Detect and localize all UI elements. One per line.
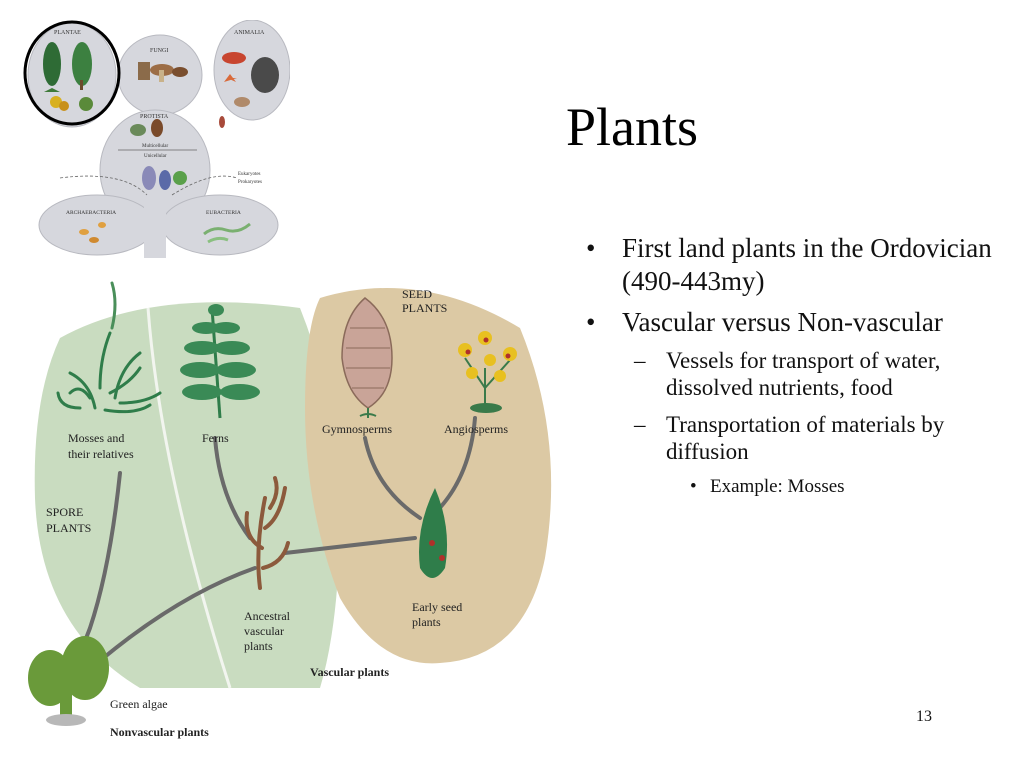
bullet-text: Vascular versus Non-vascular — [622, 307, 943, 337]
label-fungi: FUNGI — [150, 48, 168, 54]
label-vascular-plants: Vascular plants — [310, 665, 389, 679]
bullet-glyph: • — [690, 476, 697, 497]
label-prokaryotes: Prokaryotes — [238, 180, 262, 185]
flowering-plant-icon — [458, 331, 517, 413]
eubacteria-lobe — [161, 194, 279, 256]
label-multicellular: Multicellular — [142, 144, 168, 149]
label-gymnosperms: Gymnosperms — [322, 422, 392, 436]
fern-icon — [180, 304, 260, 419]
label-ferns: Ferns — [202, 431, 229, 445]
bullet-list: • First land plants in the Ordovician (4… — [586, 232, 1006, 499]
animal-icon — [219, 52, 279, 128]
label-protista: PROTISTA — [140, 114, 169, 120]
label-archaebacteria: ARCHAEBACTERIA — [66, 210, 116, 216]
vascular-divider — [146, 307, 232, 689]
early-seed-plant-icon — [419, 488, 448, 578]
label-eukaryotes: Eukaryotes — [238, 172, 261, 177]
ancestral-plant-icon — [244, 476, 290, 590]
slide-title: Plants — [566, 97, 699, 157]
protist-icon — [130, 119, 187, 190]
flower-icon — [50, 96, 93, 111]
label-eubacteria: EUBACTERIA — [206, 210, 241, 216]
tree-of-life-figure: PLANTAE FUNGI ANIMALIA PROTISTA Multicel… — [23, 20, 290, 258]
label-animalia: ANIMALIA — [234, 30, 265, 36]
dash-glyph: – — [634, 348, 646, 373]
label-green-algae: Green algae — [110, 697, 168, 711]
sub-sub-bullet-text: Example: Mosses — [710, 476, 845, 497]
sub-bullet-text: Vessels for transport of water, dissolve… — [666, 348, 941, 400]
label-nonvascular-plants: Nonvascular plants — [110, 725, 209, 739]
label-unicellular: Unicellular — [144, 154, 167, 159]
bacteria-icon — [79, 222, 251, 244]
bullet-item: • Vascular versus Non-vascular — [586, 306, 1006, 339]
bullet-text: First land plants in the Ordovician (490… — [622, 233, 992, 296]
page-number: 13 — [916, 708, 932, 725]
tree-icon — [43, 42, 92, 92]
bullet-glyph: • — [586, 307, 596, 337]
sub-bullet-text: Transportation of materials by diffusion — [666, 412, 945, 464]
sub-sub-bullet-item: • Example: Mosses — [586, 475, 1006, 499]
moss-icon — [56, 281, 162, 414]
branch-gymnosperms — [363, 436, 422, 520]
green-algae-icon — [28, 636, 109, 726]
sub-bullet-item: – Vessels for transport of water, dissol… — [586, 347, 1006, 401]
bullet-item: • First land plants in the Ordovician (4… — [586, 232, 1006, 298]
eukaryote-divider — [59, 175, 238, 196]
branch-angiosperms — [433, 416, 477, 515]
branch-ancestral-to-seed — [283, 536, 417, 555]
mushroom-icon — [138, 62, 188, 82]
label-angiosperms: Angiosperms — [444, 422, 508, 436]
branch-ferns — [213, 436, 252, 540]
plantae-highlight-circle — [23, 20, 121, 126]
sub-bullet-item: – Transportation of materials by diffusi… — [586, 411, 1006, 465]
archaebacteria-lobe — [38, 194, 156, 256]
bullet-glyph: • — [586, 233, 596, 263]
dash-glyph: – — [634, 412, 646, 437]
label-plantae: PLANTAE — [54, 30, 81, 36]
spore-plants-region — [34, 302, 340, 688]
pinecone-icon — [341, 297, 393, 418]
